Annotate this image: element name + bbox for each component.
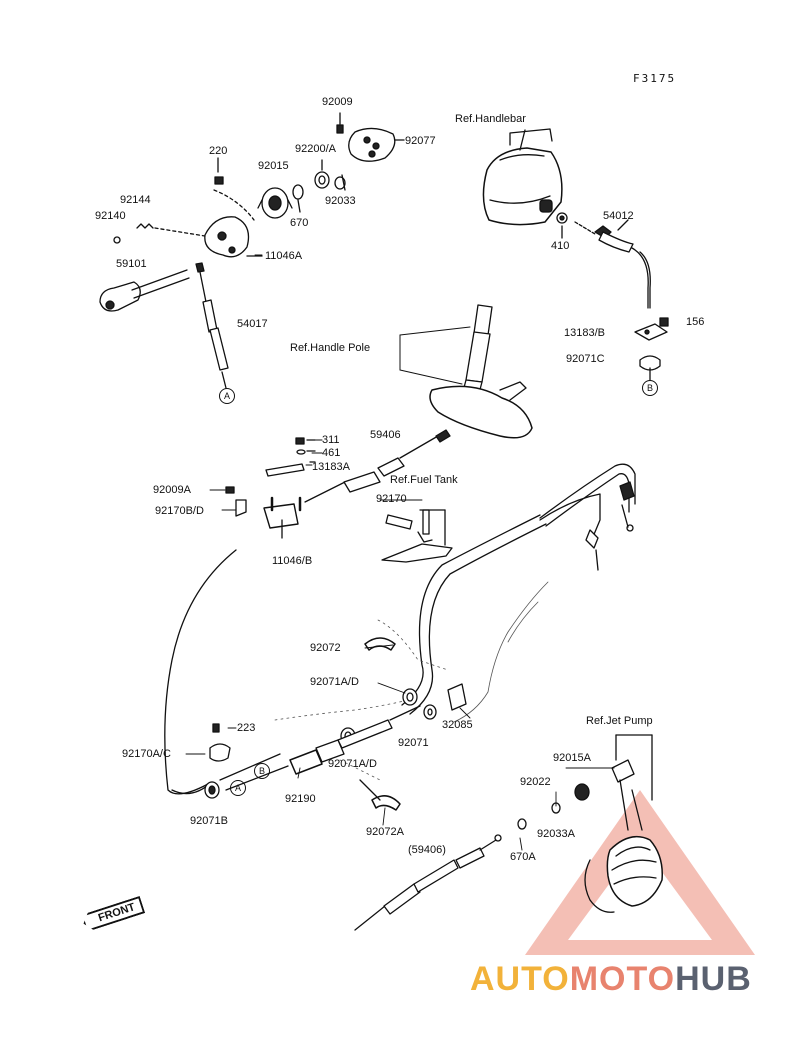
part-label-92071ad-bottom: 92071A/D <box>328 758 377 770</box>
part-label-92071c: 92071C <box>566 353 605 365</box>
part-label-92015: 92015 <box>258 160 289 172</box>
bottom-cable <box>354 834 502 931</box>
hull-outline <box>274 581 549 781</box>
part-label-92071: 92071 <box>398 737 429 749</box>
marker-a-top: A <box>219 388 235 404</box>
figure-id: F3175 <box>633 72 677 85</box>
lower-fittings <box>204 637 467 811</box>
ref-fuel-tank: Ref.Fuel Tank <box>390 474 458 486</box>
part-label-92170bd: 92170B/D <box>155 505 204 517</box>
part-label-13183a: 13183A <box>312 461 350 473</box>
part-label-54012: 54012 <box>603 210 634 222</box>
part-label-11046b: 11046/B <box>272 555 313 567</box>
watermark-logo: AUTOMOTOHUB <box>470 960 752 999</box>
hull-cables <box>164 463 636 795</box>
watermark-part-2: MOTO <box>569 960 676 998</box>
handlebar-assembly <box>482 128 669 381</box>
part-label-220: 220 <box>209 145 228 157</box>
part-label-92015a: 92015A <box>553 752 591 764</box>
handle-pole <box>399 304 533 439</box>
part-label-92170: 92170 <box>376 493 407 505</box>
throttle-lever-assembly <box>99 112 405 389</box>
part-label-54017: 54017 <box>237 318 268 330</box>
part-label-92022: 92022 <box>520 776 551 788</box>
watermark-part-3: HUB <box>675 960 752 998</box>
ref-handle-pole: Ref.Handle Pole <box>290 342 371 354</box>
part-label-92071ad-top: 92071A/D <box>310 676 359 688</box>
marker-b-top: B <box>642 380 658 396</box>
part-label-311: 311 <box>322 434 340 446</box>
part-label-92071b: 92071B <box>190 815 228 827</box>
part-label-59406-paren: (59406) <box>408 844 446 856</box>
part-label-92033a: 92033A <box>537 828 575 840</box>
part-label-92200a: 92200/A <box>295 143 336 155</box>
steering-cable-center <box>225 429 451 539</box>
part-label-92033: 92033 <box>325 195 356 207</box>
part-label-670: 670 <box>290 217 309 229</box>
marker-a-bottom: A <box>230 780 246 796</box>
part-label-92009a: 92009A <box>153 484 191 496</box>
marker-b-bottom: B <box>254 763 270 779</box>
part-label-92072a: 92072A <box>366 826 404 838</box>
ref-jet-pump: Ref.Jet Pump <box>586 715 653 727</box>
fuel-tank-bracket <box>381 509 453 563</box>
part-label-156: 156 <box>686 316 705 328</box>
watermark-part-1: AUTO <box>470 960 570 998</box>
part-label-92077: 92077 <box>405 135 436 147</box>
leader-lines <box>185 254 615 851</box>
part-label-11046a: 11046A <box>265 250 303 262</box>
part-label-223: 223 <box>237 722 256 734</box>
part-label-670a: 670A <box>510 851 536 863</box>
part-label-410: 410 <box>551 240 570 252</box>
part-label-92140: 92140 <box>95 210 126 222</box>
part-label-92072: 92072 <box>310 642 341 654</box>
ref-handlebar: Ref.Handlebar <box>455 113 526 125</box>
part-label-59406: 59406 <box>370 429 401 441</box>
part-label-92170ac: 92170A/C <box>122 748 171 760</box>
part-label-92009: 92009 <box>322 96 353 108</box>
jet-pump-assembly <box>517 734 663 913</box>
part-label-461: 461 <box>322 447 341 459</box>
part-label-92144: 92144 <box>120 194 151 206</box>
part-label-13183b: 13183/B <box>564 327 605 339</box>
part-label-92190: 92190 <box>285 793 316 805</box>
part-label-59101: 59101 <box>116 258 147 270</box>
part-label-32085: 32085 <box>442 719 473 731</box>
